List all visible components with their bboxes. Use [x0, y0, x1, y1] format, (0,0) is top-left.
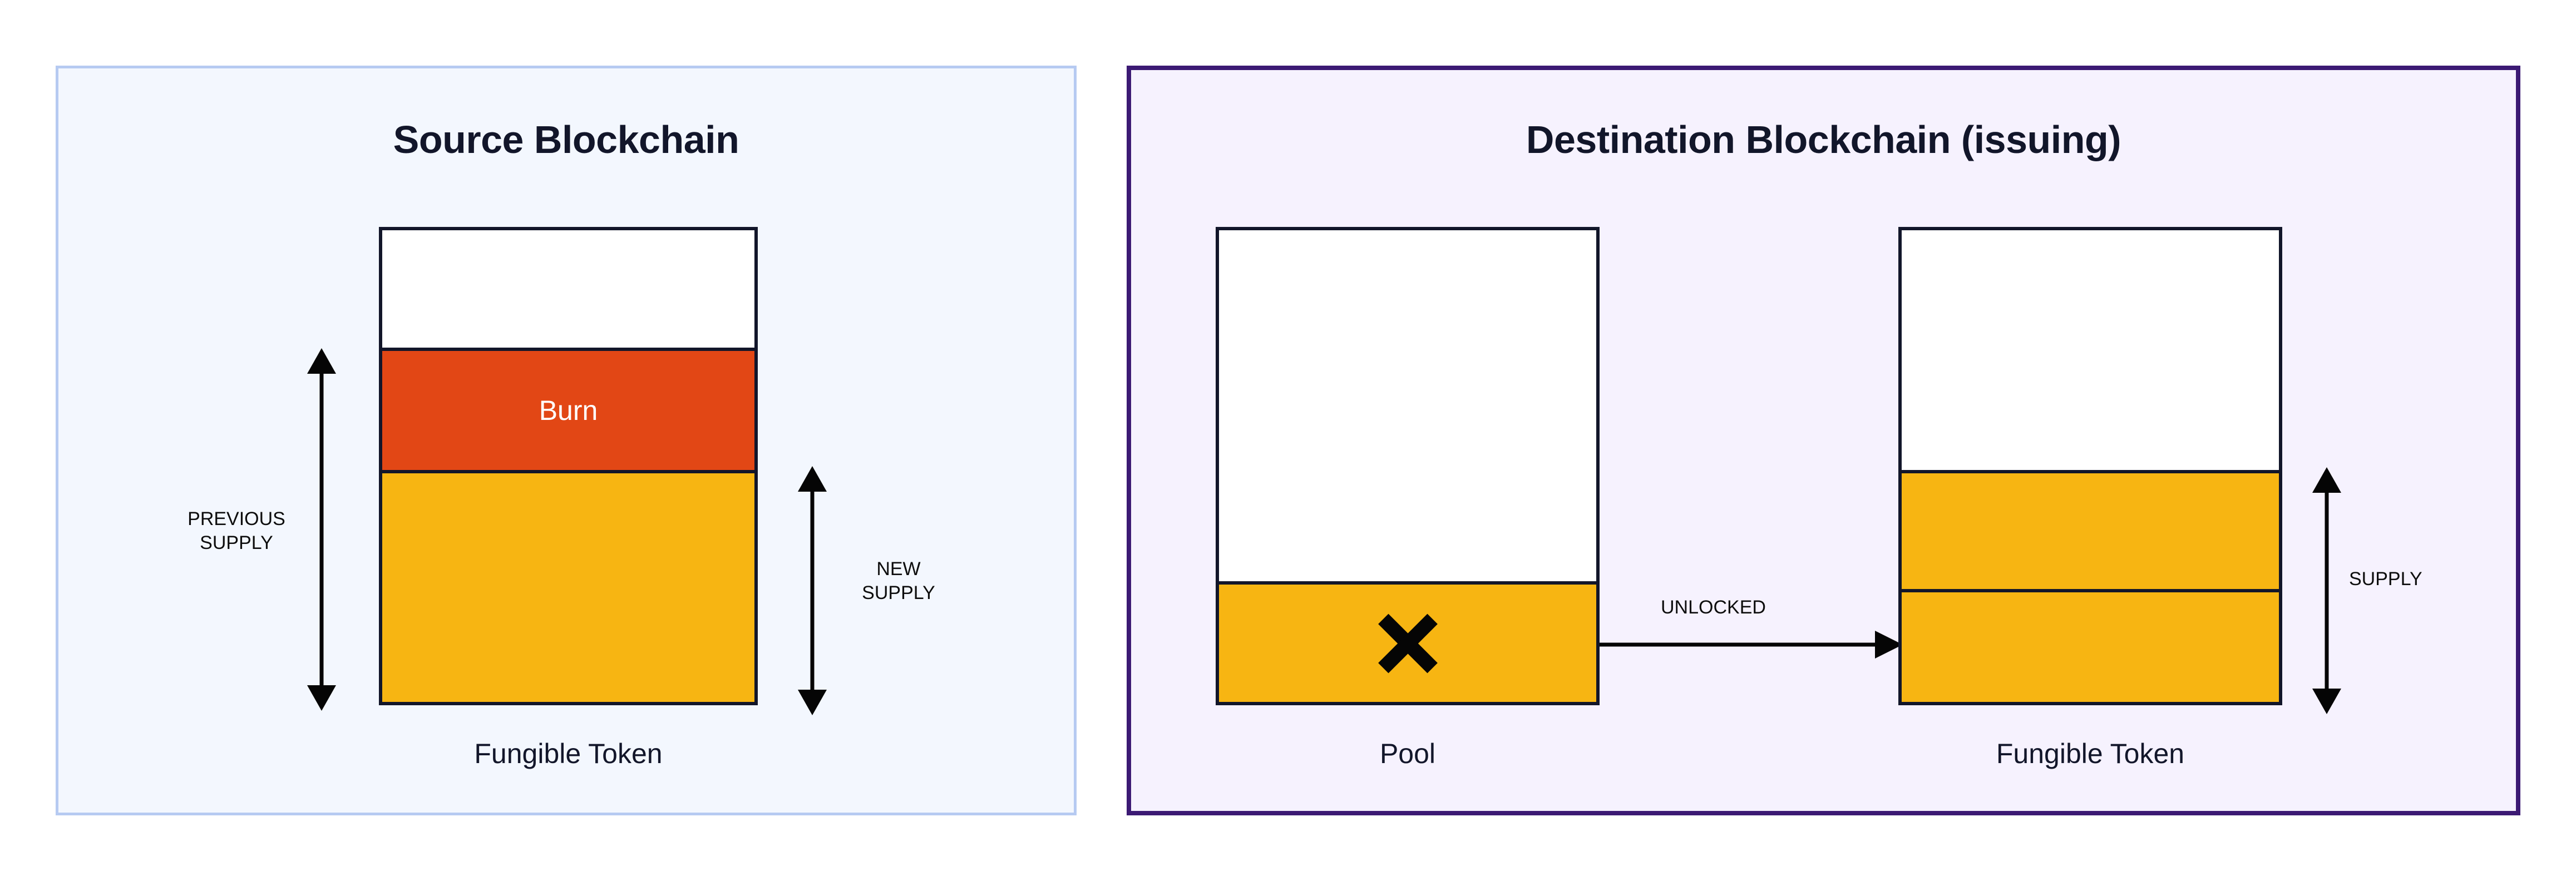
destination-token-caption: Fungible Token [1996, 738, 2185, 769]
destination-panel-title: Destination Blockchain (issuing) [1526, 118, 2121, 161]
destination-token-segment-empty-headroom [1902, 230, 2279, 470]
pool-caption: Pool [1379, 738, 1436, 769]
destination-token-segment-unlocked-supply [1902, 589, 2279, 702]
source-token-segment-burn: Burn [382, 348, 754, 470]
unlocked-flow-arrow [1600, 631, 1903, 659]
x-mark-icon [1377, 613, 1438, 674]
source-token-segment-empty-headroom [382, 230, 754, 348]
destination-token-segment-existing-supply [1902, 470, 2279, 589]
supply-measure-arrow [2310, 467, 2343, 714]
pool-segment-empty-headroom [1219, 230, 1596, 581]
supply-label: SUPPLY [2349, 568, 2422, 590]
pool-box [1216, 227, 1600, 705]
new-supply-measure-arrow [796, 466, 829, 715]
new-supply-label: NEW SUPPLY [862, 558, 935, 603]
previous-supply-label: PREVIOUS SUPPLY [187, 508, 285, 553]
source-token-caption: Fungible Token [474, 738, 663, 769]
burn-segment-label: Burn [539, 395, 598, 426]
source-token-segment-remaining-supply [382, 470, 754, 702]
previous-supply-measure-arrow [305, 348, 338, 711]
source-panel-title: Source Blockchain [393, 118, 739, 161]
unlocked-flow-label: UNLOCKED [1661, 597, 1766, 618]
pool-segment-balance [1219, 581, 1596, 702]
destination-fungible-token-box [1898, 227, 2282, 705]
source-fungible-token-box: Burn [379, 227, 758, 705]
